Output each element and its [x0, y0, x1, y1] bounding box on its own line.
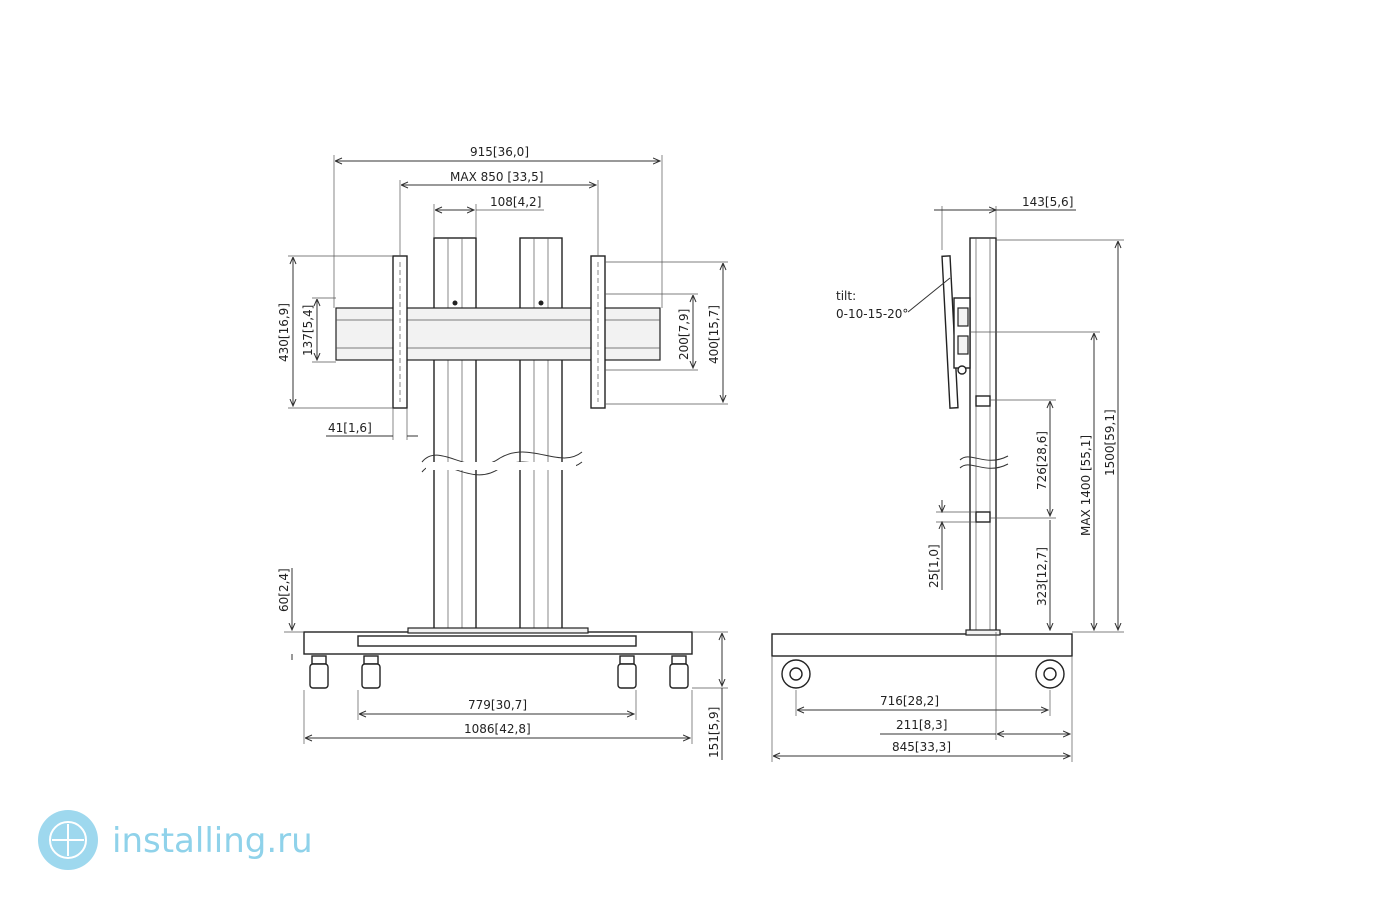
front-bracket-right [590, 255, 606, 409]
watermark-text: installing.ru [112, 821, 313, 861]
front-caster [617, 655, 637, 689]
dim-845: 845[33,3] [892, 740, 951, 754]
dim-41: 41[1,6] [328, 421, 372, 435]
dim-60: 60[2,4] [277, 568, 291, 612]
side-view: tilt: 0-10-15-20° 143[5,6] 1500[59,1] MA… [771, 195, 1124, 762]
dim-323: 323[12,7] [1035, 547, 1049, 606]
dim-400: 400[15,7] [707, 305, 721, 364]
side-base [771, 633, 1073, 657]
dim-200: 200[7,9] [677, 309, 691, 360]
side-height-clamp [975, 395, 991, 407]
side-column [969, 237, 997, 633]
tilt-values: 0-10-15-20° [836, 307, 908, 321]
dim-211: 211[8,3] [896, 718, 947, 732]
dim-143: 143[5,6] [1022, 195, 1073, 209]
dim-max850: MAX 850 [33,5] [450, 170, 543, 184]
dim-726: 726[28,6] [1035, 431, 1049, 490]
front-caster [669, 655, 689, 689]
dim-1500: 1500[59,1] [1103, 409, 1117, 476]
dim-915: 915[36,0] [470, 145, 529, 159]
front-column-right [519, 237, 563, 633]
side-tilt-bracket [941, 255, 971, 409]
dim-716: 716[28,2] [880, 694, 939, 708]
front-base [303, 627, 693, 655]
front-bracket-left [392, 255, 408, 409]
front-view: 915[36,0] MAX 850 [33,5] 108[4,2] 430[16… [277, 145, 728, 760]
break-line [421, 451, 583, 466]
tilt-label: tilt: [836, 289, 856, 303]
dim-430: 430[16,9] [277, 303, 291, 362]
dim-1086: 1086[42,8] [464, 722, 531, 736]
dim-779: 779[30,7] [468, 698, 527, 712]
break-line [959, 463, 1009, 469]
front-caster [309, 655, 329, 689]
dim-137: 137[5,4] [301, 305, 315, 356]
side-height-clamp [975, 511, 991, 523]
dim-25: 25[1,0] [927, 544, 941, 588]
dim-108: 108[4,2] [490, 195, 541, 209]
front-crossbar [335, 307, 661, 361]
front-column-left [433, 237, 477, 633]
front-caster [361, 655, 381, 689]
dim-max1400: MAX 1400 [55,1] [1079, 435, 1093, 536]
dim-151: 151[5,9] [707, 707, 721, 758]
side-wheel [1035, 659, 1065, 689]
side-wheel [781, 659, 811, 689]
watermark: installing.ru [38, 810, 313, 870]
break-line [959, 455, 1009, 461]
